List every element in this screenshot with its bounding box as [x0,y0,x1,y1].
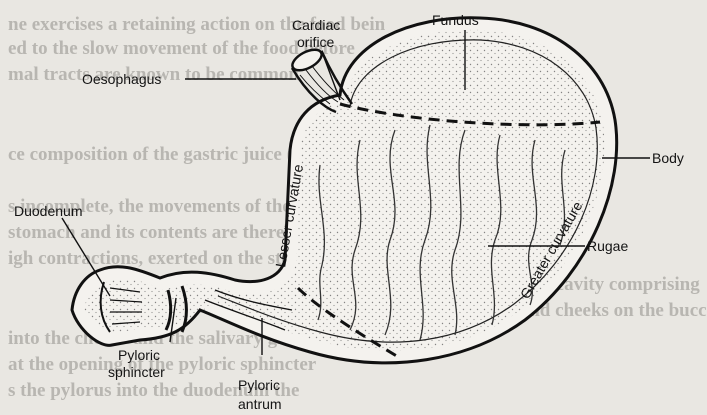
label-cardiac-orifice-1: Cardiac [292,17,340,33]
label-duodenum: Duodenum [14,203,83,219]
label-pyloric-sphincter-1: Pyloric [118,347,160,363]
label-pyloric-antrum-1: Pyloric [238,377,280,393]
label-cardiac-orifice-2: orifice [297,34,335,50]
label-pyloric-antrum-2: antrum [238,396,282,412]
label-oesophagus: Oesophagus [82,71,161,87]
label-body: Body [652,150,684,166]
label-rugae: Rugae [587,238,628,254]
label-fundus: Fundus [432,12,479,28]
label-pyloric-sphincter-2: sphincter [108,364,165,380]
